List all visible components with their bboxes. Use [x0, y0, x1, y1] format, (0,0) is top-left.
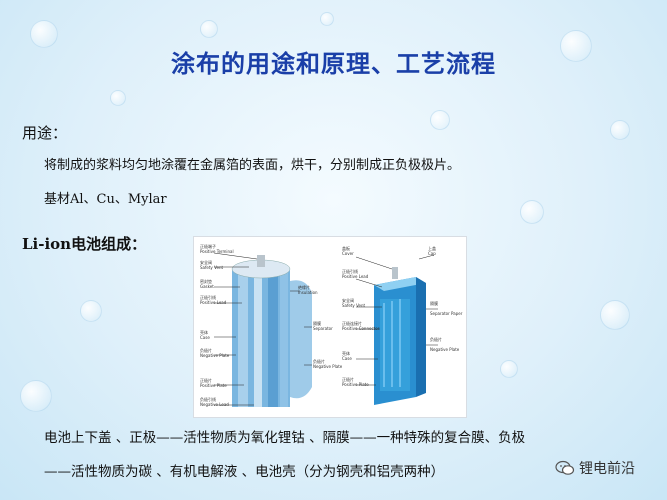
svg-text:Positive Lead: Positive Lead — [200, 300, 227, 305]
composition-line-2: ——活性物质为碳 、有机电解液 、电池壳（分为钢壳和铝壳两种） — [44, 464, 445, 480]
svg-text:Case: Case — [342, 356, 352, 361]
svg-text:安全阀: 安全阀 — [200, 259, 212, 265]
svg-text:负极片: 负极片 — [200, 347, 212, 353]
svg-text:Cover: Cover — [342, 251, 354, 256]
svg-text:正极端子: 正极端子 — [200, 243, 216, 249]
svg-text:Gasket: Gasket — [200, 284, 214, 289]
watermark-text: 锂电前沿 — [579, 461, 635, 477]
svg-text:Case: Case — [200, 335, 210, 340]
svg-text:负极引线: 负极引线 — [200, 396, 216, 402]
svg-text:安全阀: 安全阀 — [342, 297, 354, 303]
svg-text:正极片: 正极片 — [200, 377, 212, 383]
wechat-icon — [555, 460, 575, 475]
svg-text:Negative Lead: Negative Lead — [200, 402, 229, 407]
svg-text:Positive Plate: Positive Plate — [342, 382, 369, 387]
usage-text: 将制成的浆料均匀地涂覆在金属箔的表面，烘干，分别制成正负极极片。 — [44, 158, 461, 173]
svg-text:隔膜: 隔膜 — [313, 320, 321, 326]
svg-text:Positive Lead: Positive Lead — [342, 274, 369, 279]
liion-heading: Li-ion电池组成： — [22, 235, 147, 253]
svg-text:壳体: 壳体 — [342, 350, 350, 356]
svg-text:隔膜: 隔膜 — [430, 300, 438, 306]
svg-text:Separator: Separator — [313, 326, 333, 331]
usage-heading: 用途： — [22, 124, 68, 142]
svg-text:Insulation: Insulation — [298, 290, 318, 295]
svg-text:Positive Terminal: Positive Terminal — [200, 249, 234, 254]
cylindrical-cell: 正极端子 Positive Terminal 安全阀 Safety Vent 密… — [200, 243, 343, 407]
svg-text:Negative Plate: Negative Plate — [200, 353, 230, 358]
svg-text:正极片: 正极片 — [342, 376, 354, 382]
svg-text:绝缘片: 绝缘片 — [298, 284, 310, 290]
svg-text:Safety Vent: Safety Vent — [342, 303, 365, 308]
svg-text:Cap: Cap — [428, 251, 436, 256]
battery-diagram: 正极端子 Positive Terminal 安全阀 Safety Vent 密… — [200, 243, 463, 407]
svg-text:正极引线: 正极引线 — [200, 294, 216, 300]
watermark: 锂电前沿 — [555, 458, 635, 478]
prismatic-cell: 盖板 Cover 正极引线 Positive Lead 安全阀 Safety V… — [342, 245, 463, 405]
svg-text:密封垫: 密封垫 — [200, 278, 212, 284]
svg-text:Positive Connector: Positive Connector — [342, 326, 380, 331]
composition-line-1: 电池上下盖 、正极——活性物质为氧化锂钴 、隔膜——一种特殊的复合膜、负极 — [44, 430, 526, 446]
svg-text:负极片: 负极片 — [430, 336, 442, 342]
slide-title: 涂布的用途和原理、工艺流程 — [171, 50, 496, 78]
svg-text:Negative Plate: Negative Plate — [313, 364, 343, 369]
svg-text:正极连接片: 正极连接片 — [342, 320, 362, 326]
svg-text:Separator Paper: Separator Paper — [430, 311, 463, 316]
svg-text:上盖: 上盖 — [428, 245, 436, 251]
svg-text:盖板: 盖板 — [342, 245, 350, 251]
svg-text:Positive Plate: Positive Plate — [200, 383, 227, 388]
svg-text:Negative Plate: Negative Plate — [430, 347, 460, 352]
svg-text:壳体: 壳体 — [200, 329, 208, 335]
substrate-text: 基材Al、Cu、Mylar — [44, 192, 167, 207]
battery-structure-figure: 正极端子 Positive Terminal 安全阀 Safety Vent 密… — [193, 236, 467, 418]
svg-text:正极引线: 正极引线 — [342, 268, 358, 274]
svg-text:负极片: 负极片 — [313, 358, 325, 364]
svg-text:Safety Vent: Safety Vent — [200, 265, 223, 270]
